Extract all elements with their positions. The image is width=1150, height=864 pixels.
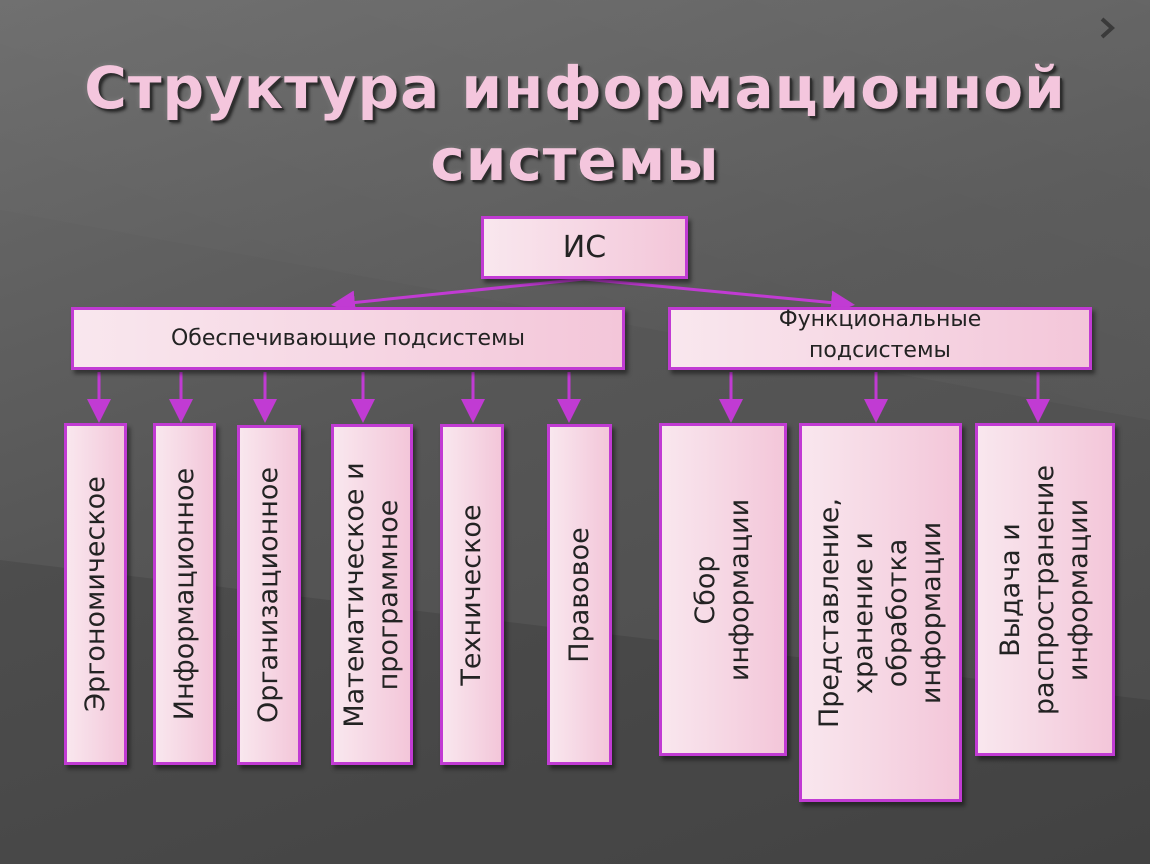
support-item-label: Правовое [563,526,595,663]
support-item-label: Организационное [253,466,284,724]
title-line: системы [430,126,720,194]
support-item-legal: Правовое [547,424,612,765]
functional-item-label: Сбор [690,554,721,625]
support-item-ergonomic: Эргономическое [64,423,127,765]
root-node-label: ИС [562,230,607,265]
title-line: Структура информационной [84,54,1066,122]
support-item-informational: Информационное [153,423,216,765]
functional-item-label: обработка [881,538,913,687]
functional-item-collection: Сбор информации [659,423,787,756]
functional-item-label: информации [724,498,755,681]
functional-subsystems-label: Функциональные [778,306,982,332]
support-item-math-software: Математическое и программное [331,424,413,765]
support-item-label: Эргономическое [79,476,111,712]
functional-item-label: информации [915,521,947,704]
support-item-label: Математическое и [339,461,370,728]
connector-root-support [331,277,585,315]
support-subsystems-box: Обеспечивающие подсистемы [71,307,625,370]
support-item-label: программное [373,499,404,690]
functional-item-label: хранение и [847,531,879,694]
support-item-label: Техническое [456,503,487,686]
functional-item-label: распространение [1029,464,1060,715]
support-item-label: Информационное [168,467,200,721]
functional-item-label: Выдача и [995,522,1026,657]
functional-subsystems-box: Функциональные подсистемы [668,307,1092,370]
slide-title: Структура информационной системы [0,52,1150,196]
support-item-organizational: Организационное [237,425,301,765]
functional-subsystems-label: подсистемы [809,337,951,363]
root-node-box: ИС [481,216,688,279]
chevron-right-icon [1100,17,1115,39]
support-subsystems-label: Обеспечивающие подсистемы [170,326,526,351]
support-item-technical: Техническое [440,424,504,765]
functional-item-presentation-storage-processing: Представление, хранение и обработка инфо… [799,423,962,802]
functional-item-distribution: Выдача и распространение информации [975,423,1115,756]
connector-root-functional [583,277,855,315]
functional-item-label: Представление, [813,497,845,728]
functional-item-label: информации [1063,498,1094,681]
